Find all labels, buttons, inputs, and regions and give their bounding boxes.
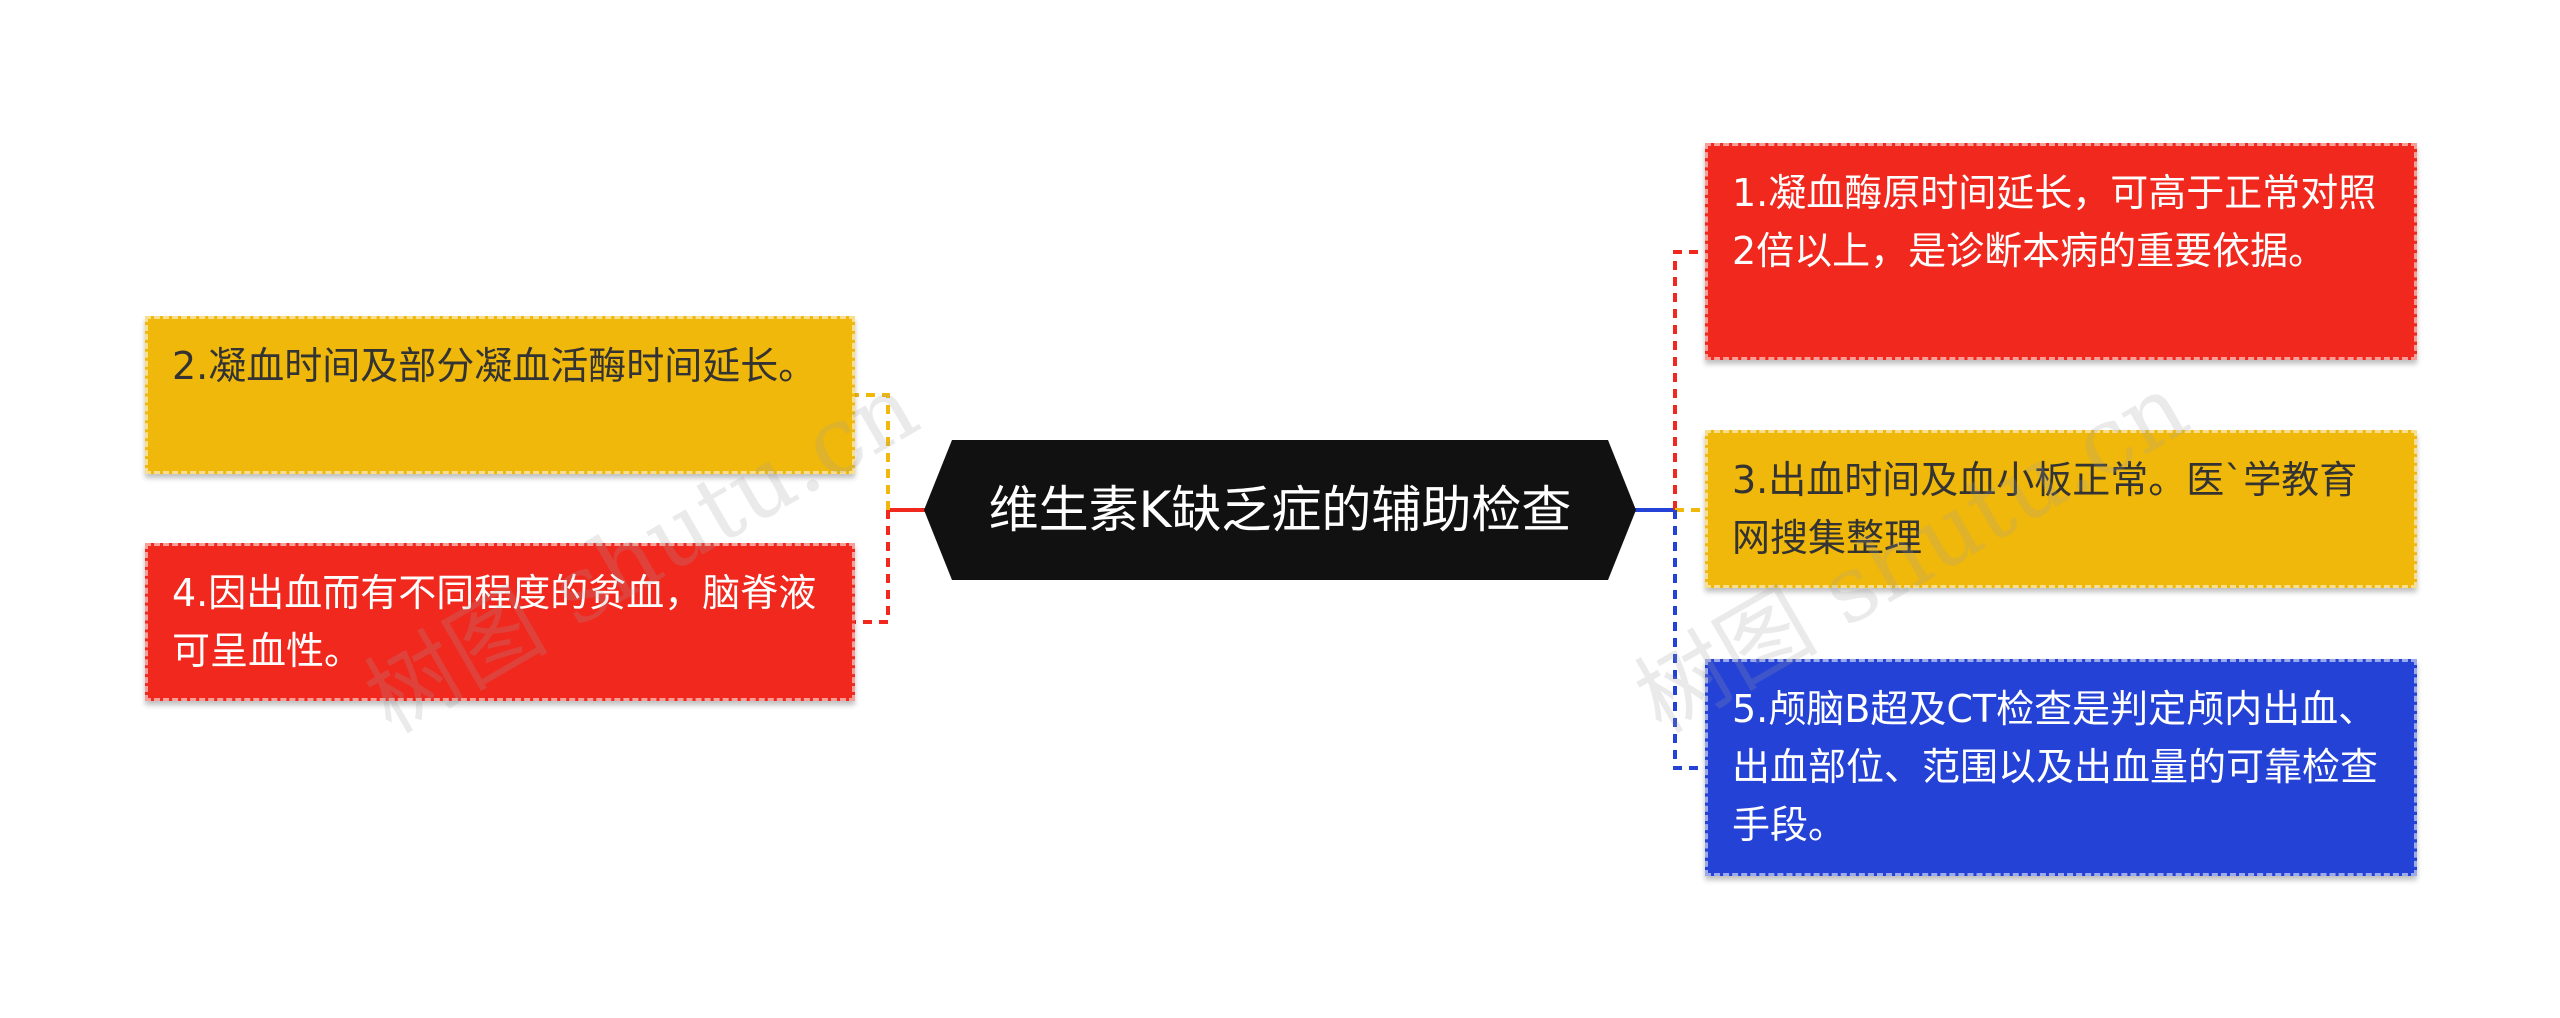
node-2: 2.凝血时间及部分凝血活酶时间延长。 — [145, 316, 855, 474]
node-4: 4.因出血而有不同程度的贫血，脑脊液可呈血性。 — [145, 543, 855, 701]
root-node-shape — [924, 440, 1636, 580]
node-1: 1.凝血酶原时间延长，可高于正常对照2倍以上，是诊断本病的重要依据。 — [1705, 143, 2417, 360]
node-2-label: 2.凝血时间及部分凝血活酶时间延长。 — [172, 344, 817, 388]
node-4-label: 4.因出血而有不同程度的贫血，脑脊液可呈血性。 — [172, 571, 817, 673]
connector-to-node-2 — [855, 393, 890, 510]
connector-to-node-4 — [855, 510, 890, 624]
node-1-label: 1.凝血酶原时间延长，可高于正常对照2倍以上，是诊断本病的重要依据。 — [1732, 171, 2377, 273]
node-5: 5.颅脑B超及CT检查是判定颅内出血、出血部位、范围以及出血量的可靠检查手段。 — [1705, 659, 2417, 876]
node-3: 3.出血时间及血小板正常。医`学教育网搜集整理 — [1705, 430, 2417, 588]
root-node-label: 维生素K缺乏症的辅助检查 — [988, 481, 1572, 539]
node-5-label: 5.颅脑B超及CT检查是判定颅内出血、出血部位、范围以及出血量的可靠检查手段。 — [1732, 687, 2379, 847]
connector-to-node-1 — [1673, 250, 1705, 510]
connector-to-node-5 — [1673, 510, 1705, 770]
node-3-label: 3.出血时间及血小板正常。医`学教育网搜集整理 — [1732, 458, 2358, 560]
